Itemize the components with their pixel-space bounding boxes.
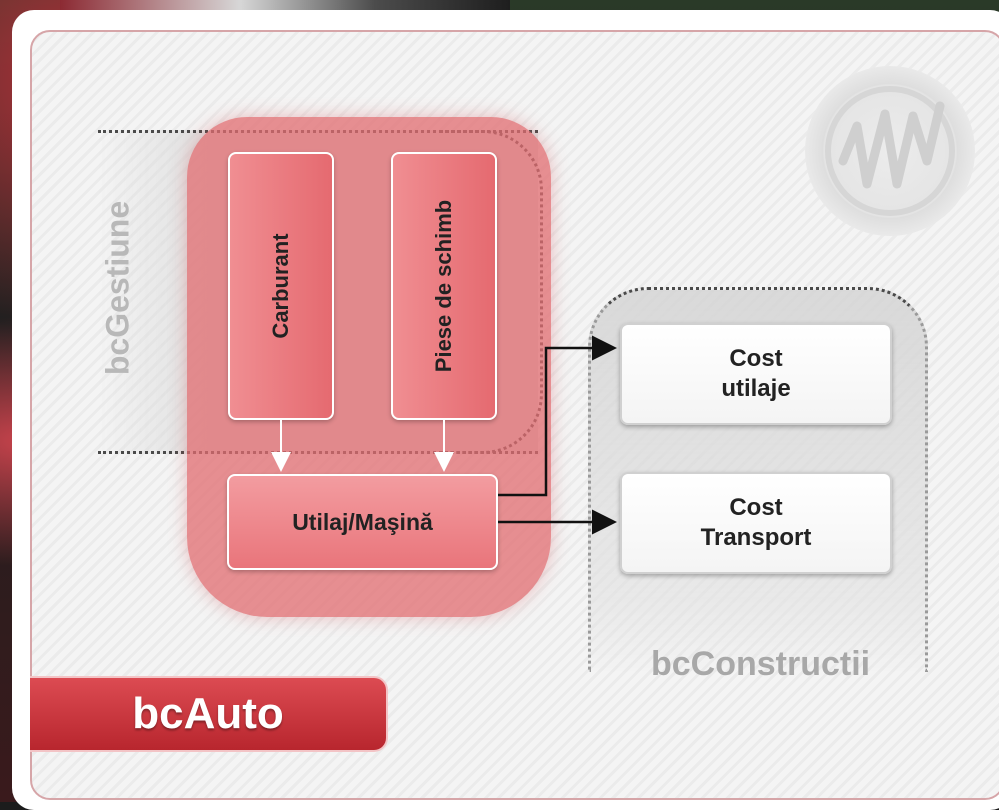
cost-utilaje-line2: utilaje (721, 375, 791, 402)
auto-label: bcAuto (132, 689, 284, 738)
node-piese-de-schimb: Piese de schimb (391, 152, 497, 420)
node-carburant: Carburant (228, 152, 334, 420)
constructii-label: bcConstructii (651, 645, 871, 683)
node-utilaj-masina: Utilaj/Maşină (227, 474, 498, 570)
cost-transport-line1: Cost (729, 494, 783, 521)
edge-utilaj-cost-utilaje (498, 335, 617, 497)
node-cost-transport: Cost Transport (620, 472, 892, 574)
logo-watermark (805, 66, 975, 236)
cost-utilaje-line1: Cost (729, 345, 783, 372)
auto-label-tab: bcAuto (30, 676, 388, 752)
node-cost-utilaje: Cost utilaje (620, 323, 892, 425)
cost-transport-line2: Transport (700, 524, 812, 551)
node-utilaj-label: Utilaj/Maşină (292, 508, 433, 535)
